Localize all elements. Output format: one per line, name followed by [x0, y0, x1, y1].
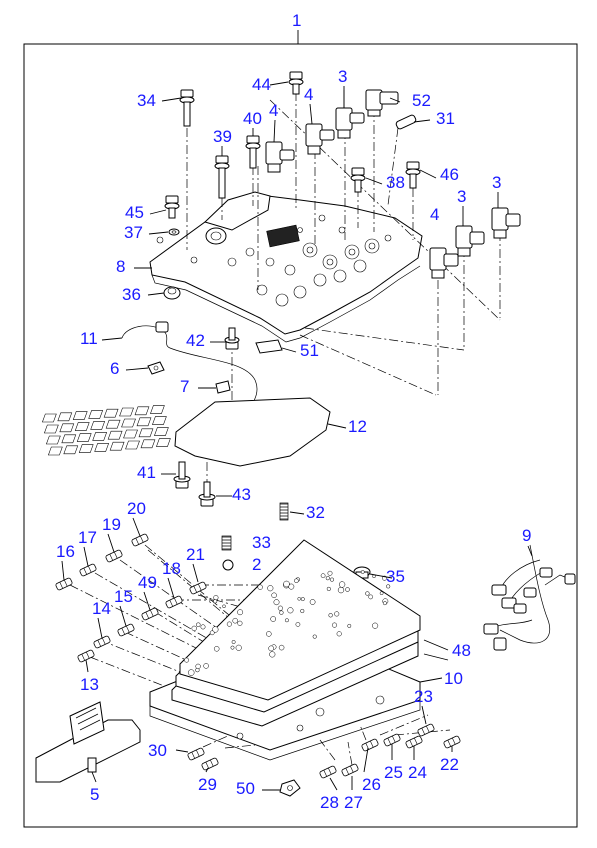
solenoid-valve-52	[365, 89, 399, 117]
bolt-45	[164, 195, 180, 219]
plate-51	[255, 339, 283, 354]
callouts: 1 44 3 34 52 4 4 31 40 39 3 46 38 3 45 4…	[56, 11, 531, 812]
clip-50	[279, 779, 301, 797]
callout-26: 26	[362, 775, 381, 794]
solenoid-valve-4-middle	[305, 123, 335, 155]
callout-3: 3	[338, 67, 347, 86]
bolt-34	[179, 89, 195, 127]
callout-2: 2	[252, 555, 261, 574]
pin-31	[395, 114, 417, 130]
clip-7	[215, 380, 231, 394]
callout-1: 1	[292, 11, 301, 30]
callout-39: 39	[213, 127, 232, 146]
bolt-40	[245, 135, 261, 169]
callout-34: 34	[137, 91, 156, 110]
callout-37: 37	[124, 223, 143, 242]
washer-37	[168, 228, 180, 236]
callout-20: 20	[127, 499, 146, 518]
callout-14: 14	[92, 599, 111, 618]
assembly-frame	[23, 43, 578, 828]
callout-28: 28	[320, 793, 339, 812]
check-ball-2	[222, 559, 234, 571]
solenoid-valve-3-right	[491, 207, 521, 239]
bolt-46	[405, 161, 421, 189]
callout-45: 45	[125, 203, 144, 222]
clip-6	[147, 361, 165, 375]
upper-valve-body	[149, 191, 423, 343]
plug-36	[163, 286, 181, 300]
callout-31: 31	[436, 109, 455, 128]
callout-4: 4	[269, 101, 278, 120]
callout-35: 35	[386, 567, 405, 586]
bolt-44	[288, 71, 304, 95]
callout-15: 15	[114, 587, 133, 606]
callout-25: 25	[384, 763, 403, 782]
callout-27: 27	[344, 793, 363, 812]
gasket-12	[41, 397, 331, 467]
callout-4: 4	[430, 205, 439, 224]
callout-6: 6	[110, 359, 119, 378]
callout-36: 36	[122, 285, 141, 304]
callout-23: 23	[414, 687, 433, 706]
callout-11: 11	[80, 329, 98, 348]
bolt-38	[350, 167, 366, 193]
callout-4: 4	[304, 85, 313, 104]
callout-33: 33	[252, 533, 271, 552]
bolt-42	[224, 327, 240, 350]
callout-52: 52	[412, 91, 431, 110]
callout-5: 5	[90, 785, 99, 804]
bolt-39	[214, 155, 230, 199]
callout-42: 42	[186, 331, 205, 350]
separator-plates-48	[171, 539, 421, 727]
callout-19: 19	[102, 515, 121, 534]
callout-30: 30	[148, 741, 167, 760]
wire-harness-9	[483, 544, 576, 651]
callout-13: 13	[80, 675, 99, 694]
callout-21: 21	[186, 545, 205, 564]
callout-7: 7	[180, 377, 189, 396]
callout-43: 43	[232, 485, 251, 504]
solenoid-valve-4-right	[429, 247, 459, 279]
spring-32	[279, 502, 289, 521]
callout-49: 49	[138, 573, 157, 592]
callout-24: 24	[408, 763, 427, 782]
callout-40: 40	[243, 109, 262, 128]
callout-38: 38	[386, 173, 405, 192]
callout-3: 3	[492, 173, 501, 192]
bolt-43	[198, 481, 216, 507]
spring-33	[221, 535, 232, 551]
solenoid-valve-3-middle	[455, 225, 485, 257]
bolt-41	[173, 461, 191, 489]
callout-18: 18	[162, 559, 181, 578]
callout-3: 3	[457, 187, 466, 206]
callout-16: 16	[56, 542, 75, 561]
cover-5	[35, 701, 141, 783]
callout-48: 48	[452, 641, 471, 660]
callout-29: 29	[198, 775, 217, 794]
callout-50: 50	[236, 779, 255, 798]
solenoid-valve-3-top	[335, 90, 365, 139]
callout-9: 9	[522, 526, 531, 545]
callout-22: 22	[440, 755, 459, 774]
callout-17: 17	[78, 528, 97, 547]
callout-12: 12	[348, 417, 367, 436]
leader-lines	[61, 81, 533, 791]
callout-10: 10	[444, 669, 463, 688]
callout-41: 41	[137, 463, 156, 482]
callout-51: 51	[300, 341, 319, 360]
solenoid-valve-4-left	[265, 141, 295, 173]
callout-8: 8	[116, 257, 125, 276]
callout-32: 32	[306, 503, 325, 522]
valve-pins	[55, 533, 461, 779]
callout-44: 44	[252, 75, 271, 94]
callout-46: 46	[440, 165, 459, 184]
